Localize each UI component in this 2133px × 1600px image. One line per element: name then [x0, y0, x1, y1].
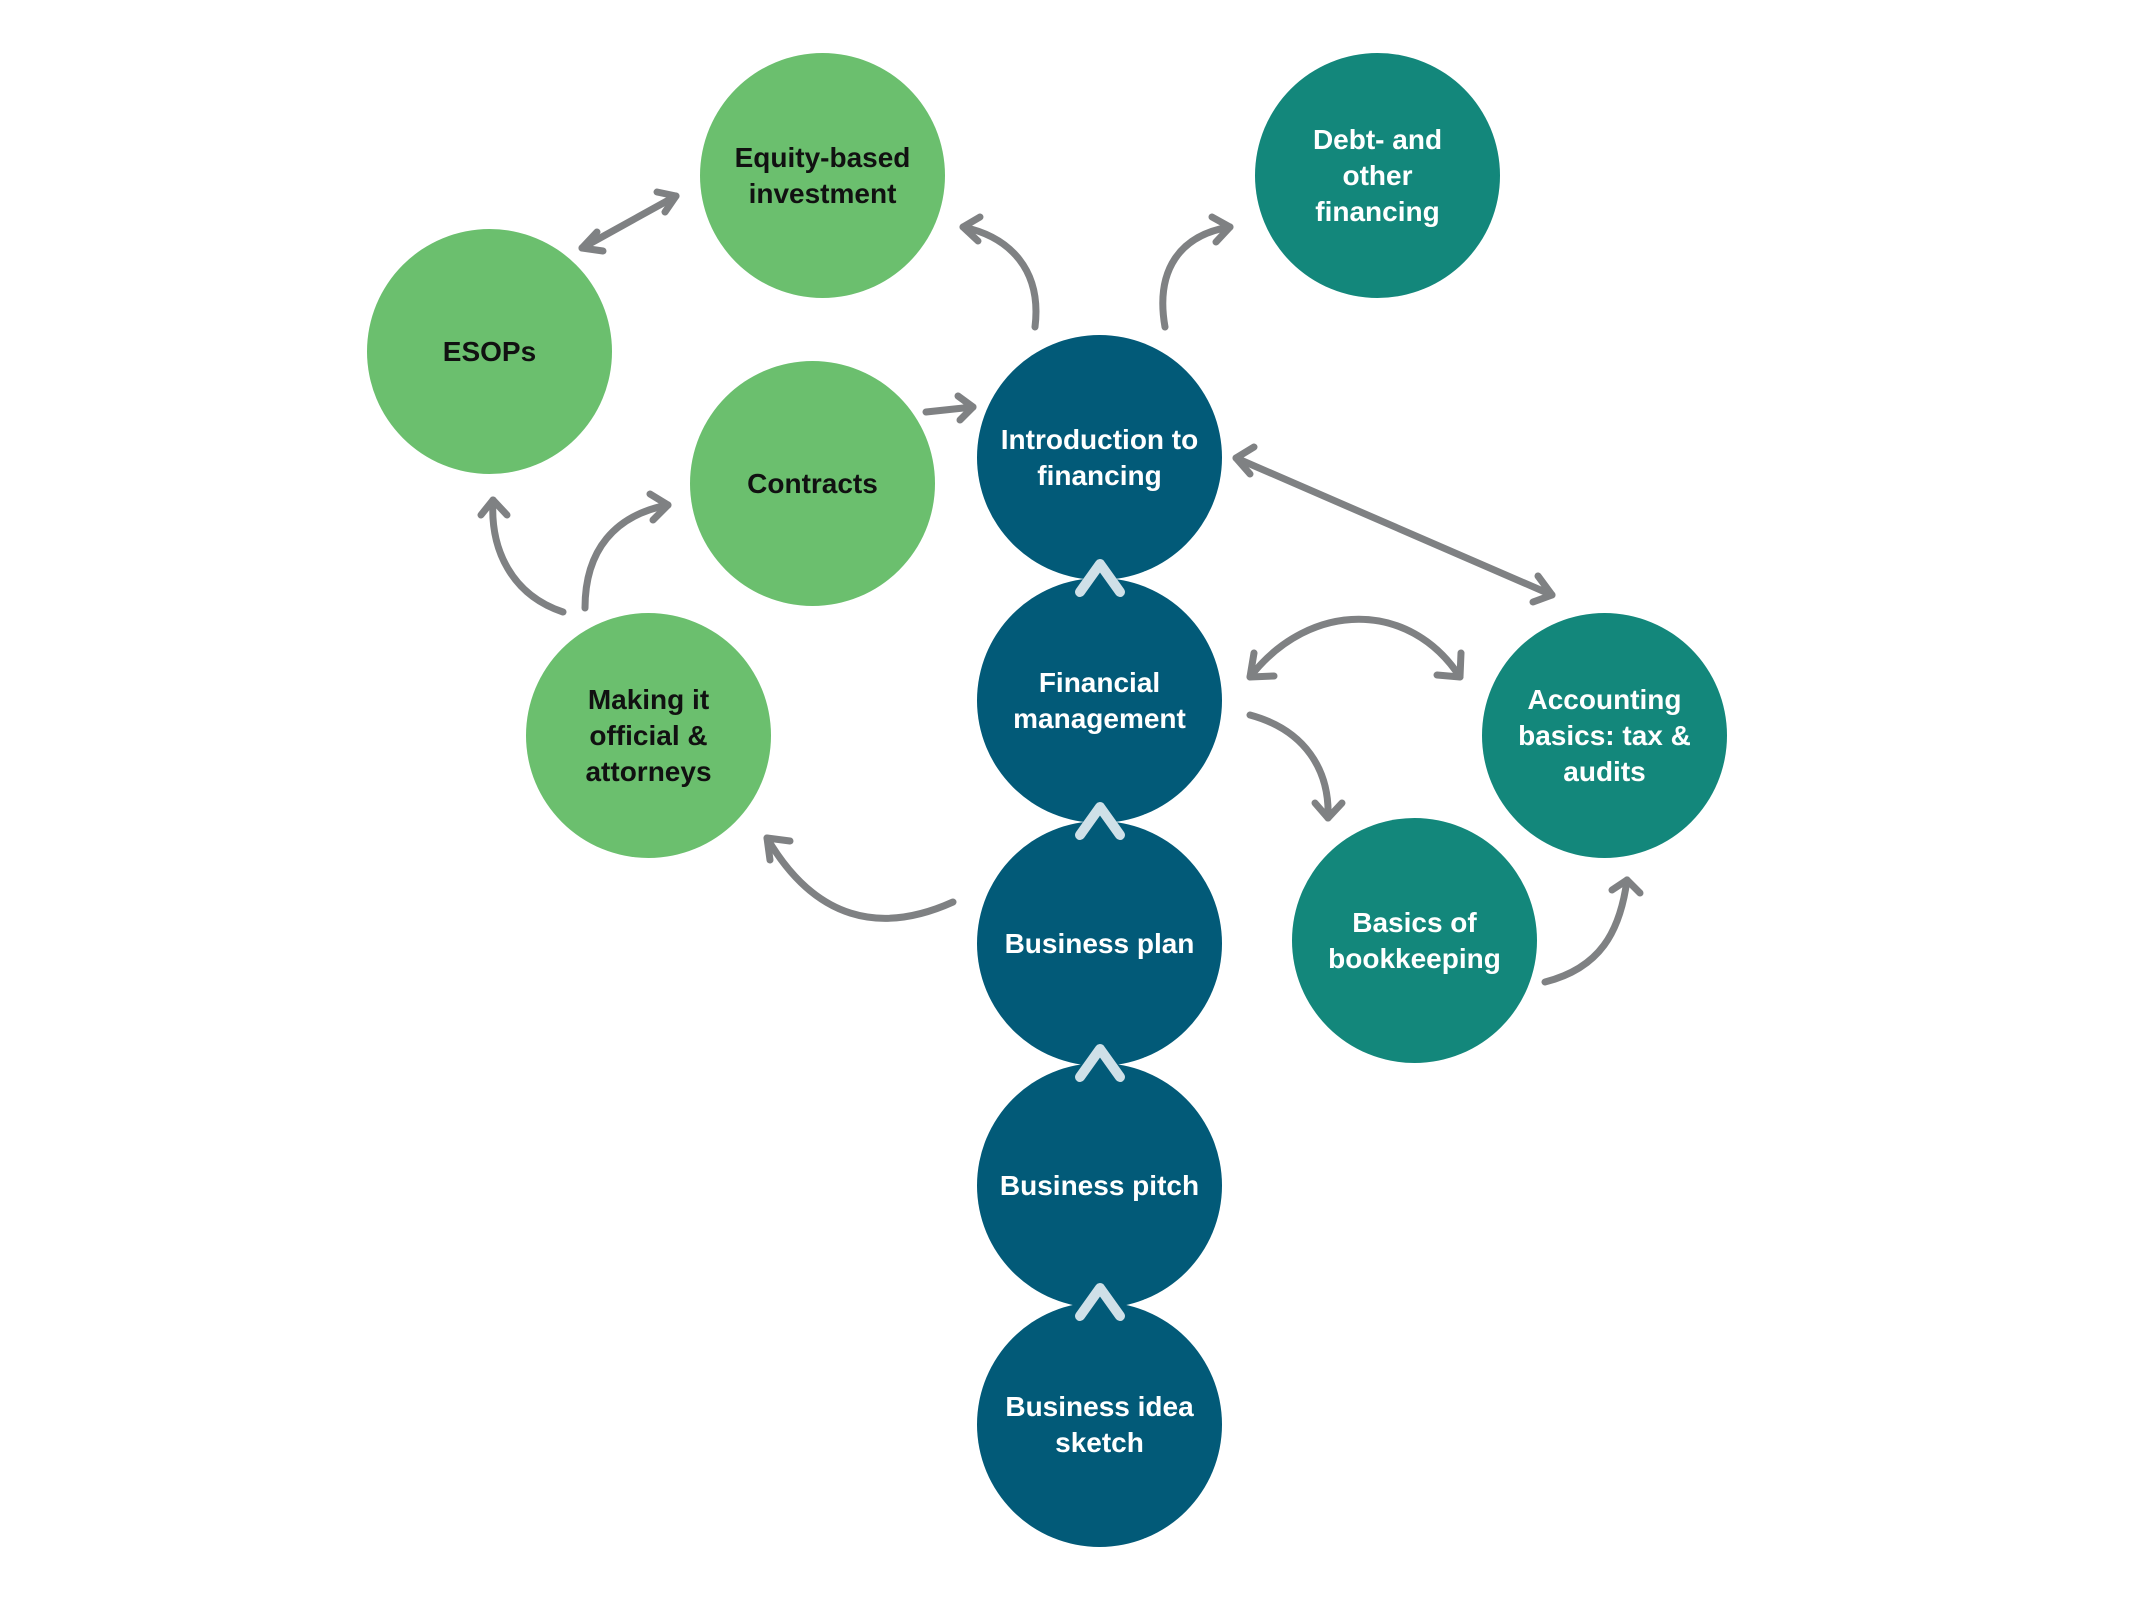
- arrow-official-to-esops: [489, 496, 567, 616]
- node-label: Business pitch: [999, 1169, 1200, 1201]
- arrow-esops-equity: [578, 192, 680, 252]
- node-making-it-official: Making it official & attorneys: [526, 613, 771, 858]
- arrow-official-to-contracts: [581, 501, 672, 612]
- arrow-intro-accounting: [1232, 454, 1556, 599]
- node-accounting-basics: Accounting basics: tax & audits: [1482, 613, 1727, 858]
- node-business-idea-sketch: Business idea sketch: [977, 1302, 1222, 1547]
- node-contracts: Contracts: [690, 361, 935, 606]
- node-debt-financing: Debt- and other financing: [1255, 53, 1500, 298]
- arrow-intro-to-equity: [959, 223, 1040, 331]
- chevron-up-icon: [1075, 1044, 1125, 1082]
- chevron-up-icon: [1075, 559, 1125, 597]
- node-financial-management: Financial management: [977, 578, 1222, 823]
- arrow-finance-to-bookkeeping: [1246, 711, 1332, 822]
- node-label: ESOPs: [442, 335, 537, 367]
- node-label: Business plan: [1004, 927, 1195, 959]
- node-label: Basics of bookkeeping: [1328, 906, 1501, 974]
- node-label: Business idea sketch: [1005, 1390, 1194, 1458]
- node-basics-of-bookkeeping: Basics of bookkeeping: [1292, 818, 1537, 1063]
- arrow-finance-accounting: [1246, 615, 1464, 681]
- node-label: Financial management: [1013, 666, 1186, 734]
- arrow-intro-to-debt: [1159, 223, 1234, 331]
- arrow-bookkeeping-to-accounting: [1541, 876, 1631, 986]
- arrow-contracts-to-intro: [922, 403, 977, 416]
- node-equity-investment: Equity-based investment: [700, 53, 945, 298]
- arrow-plan-to-official: [763, 834, 957, 922]
- node-label: Contracts: [747, 467, 878, 499]
- node-esops: ESOPs: [367, 229, 612, 474]
- node-label: Equity-based investment: [734, 141, 911, 209]
- node-label: Introduction to financing: [1000, 423, 1199, 491]
- node-label: Making it official & attorneys: [585, 683, 712, 787]
- chevron-up-icon: [1075, 802, 1125, 840]
- node-business-plan: Business plan: [977, 821, 1222, 1066]
- node-introduction-to-financing: Introduction to financing: [977, 335, 1222, 580]
- node-label: Debt- and other financing: [1312, 123, 1443, 227]
- node-business-pitch: Business pitch: [977, 1063, 1222, 1308]
- node-label: Accounting basics: tax & audits: [1518, 683, 1691, 787]
- chevron-up-icon: [1075, 1283, 1125, 1321]
